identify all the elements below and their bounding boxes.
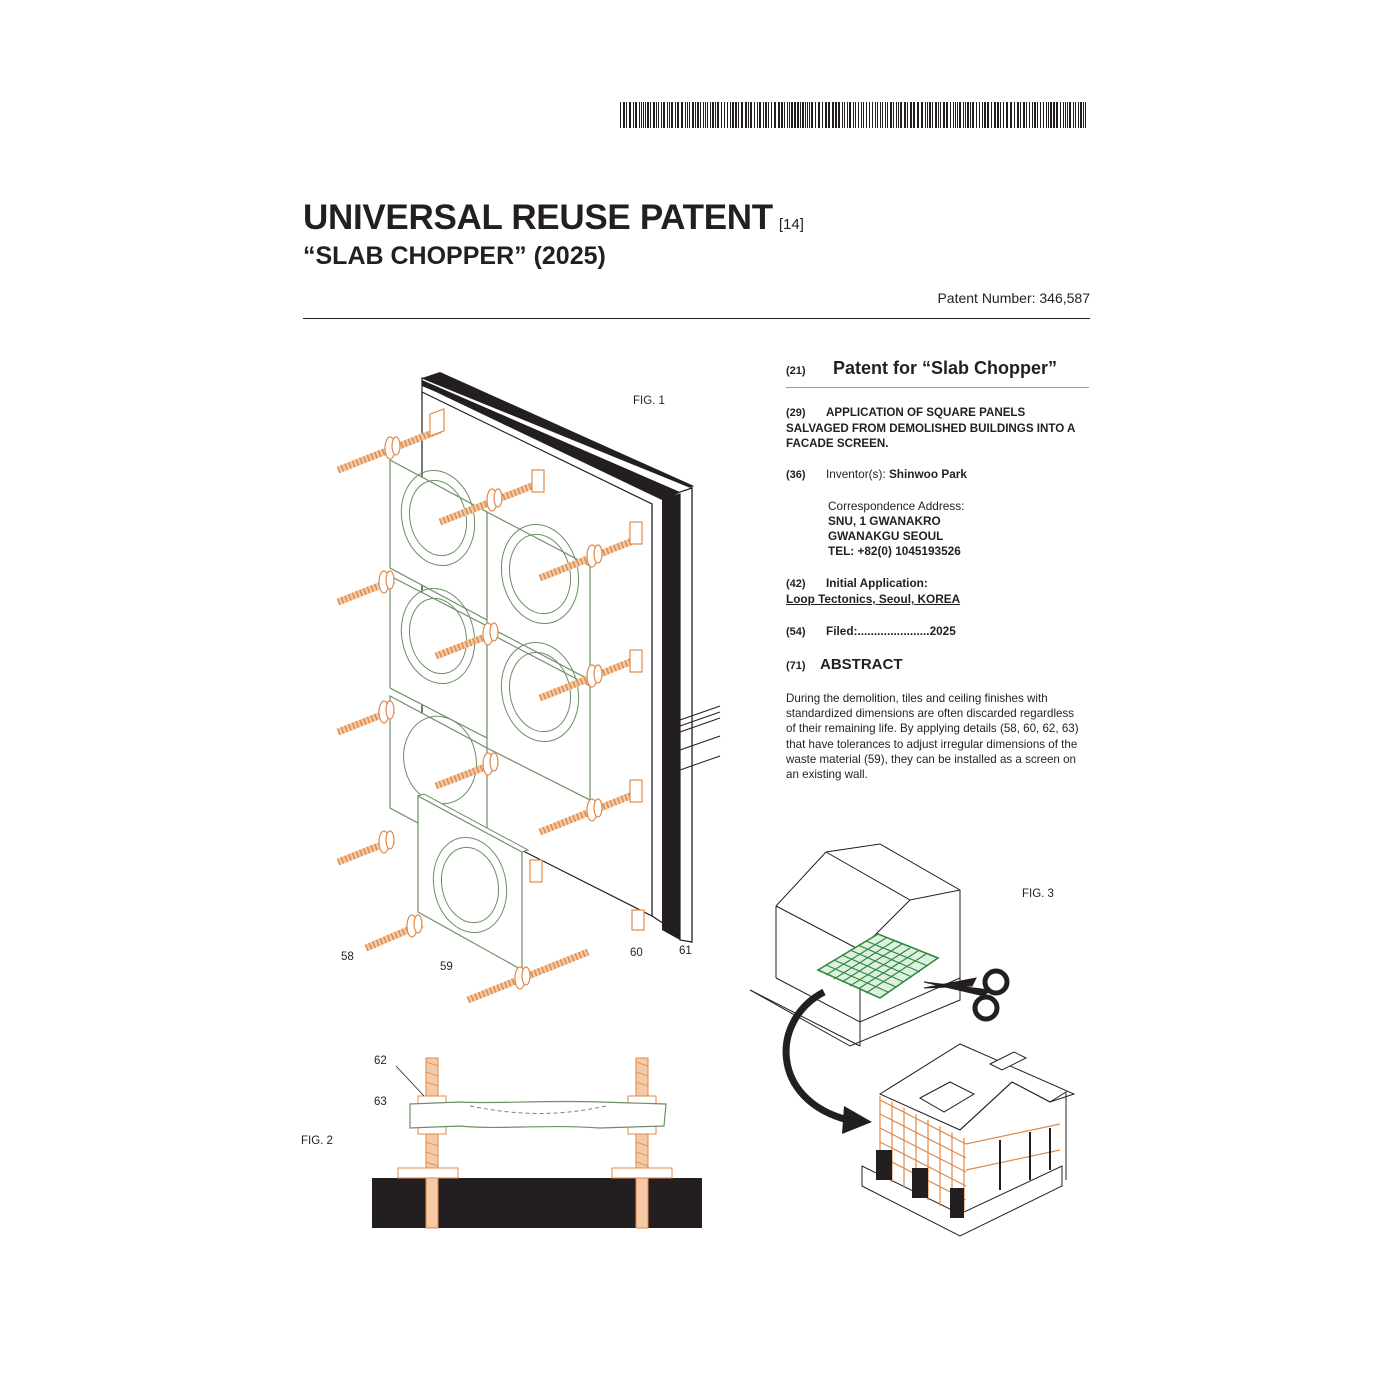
title-reference: [14] <box>778 216 804 233</box>
section-36: (36) Inventor(s): Shinwoo Park <box>786 467 1090 483</box>
patent-heading-text: Patent for “Slab Chopper” <box>833 358 1058 378</box>
abstract-body: During the demolition, tiles and ceiling… <box>786 692 1079 782</box>
section-42: (42) Initial Application: Loop Tectonics,… <box>786 576 1090 607</box>
callout-63: 63 <box>374 1096 387 1108</box>
section-number-42: (42) <box>786 578 806 590</box>
callout-62: 62 <box>374 1055 387 1067</box>
address-line-1: SNU, 1 GWANAKRO <box>828 514 941 528</box>
inventor-name: Shinwoo Park <box>888 467 967 481</box>
figure-3-caption: FIG. 3 <box>1022 888 1054 900</box>
section-number-54: (54) <box>786 626 806 638</box>
patent-heading: (21) Patent for “Slab Chopper” <box>786 356 1090 383</box>
section-29: (29)APPLICATION OF SQUARE PANELS SALVAGE… <box>786 405 1090 451</box>
page-title: UNIVERSAL REUSE PATENT[14] <box>303 198 804 237</box>
callout-61: 61 <box>679 945 692 957</box>
address-line-2: GWANAKGU SEOUL <box>828 529 944 543</box>
patent-number: Patent Number: 346,587 <box>937 290 1090 306</box>
section-number-36: (36) <box>786 469 806 481</box>
section-number-29: (29) <box>786 407 806 419</box>
filed-text: Filed:......................2025 <box>826 624 956 638</box>
correspondence-address: Correspondence Address: SNU, 1 GWANAKRO … <box>828 499 1088 559</box>
section-divider <box>786 387 1089 388</box>
inventor-label: Inventor(s): <box>826 467 889 481</box>
abstract-title: ABSTRACT <box>820 656 903 673</box>
section-29-text: APPLICATION OF SQUARE PANELS SALVAGED FR… <box>786 406 1075 450</box>
initial-application-value: Loop Tectonics, Seoul, KOREA <box>786 592 961 606</box>
barcode <box>620 102 1086 128</box>
callout-58: 58 <box>341 951 354 963</box>
address-label: Correspondence Address: <box>828 499 965 513</box>
address-phone: TEL: +82(0) 1045193526 <box>828 544 961 558</box>
figure-2-caption: FIG. 2 <box>301 1135 333 1147</box>
section-number-71: (71) <box>786 660 806 672</box>
section-number-21: (21) <box>786 365 806 377</box>
abstract-heading: (71) ABSTRACT <box>786 657 1090 674</box>
section-54: (54) Filed:......................2025 <box>786 624 1090 640</box>
initial-application-label: Initial Application: <box>826 576 928 590</box>
header-divider <box>303 318 1090 319</box>
callout-59: 59 <box>440 961 453 973</box>
callout-60: 60 <box>630 947 643 959</box>
page-subtitle: “SLAB CHOPPER” (2025) <box>303 242 606 270</box>
figure-1-caption: FIG. 1 <box>633 395 665 407</box>
